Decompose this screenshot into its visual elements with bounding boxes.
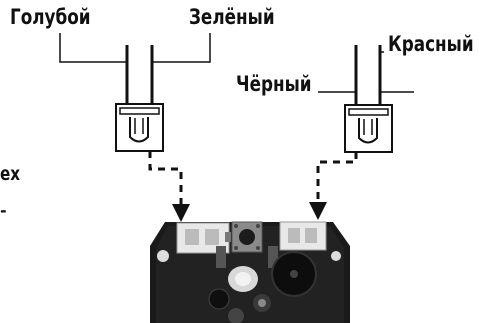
circuit-board (150, 222, 350, 323)
right-connector-icon (345, 105, 392, 152)
left-wire-pair (60, 33, 210, 105)
board-connector-right-icon (280, 222, 326, 250)
edge-text-2: - (0, 203, 7, 219)
label-black: Чёрный (236, 74, 312, 95)
left-arrow-icon (172, 204, 190, 222)
buzzer-icon (272, 252, 316, 296)
right-arrow-icon (309, 202, 327, 220)
left-connector-icon (116, 104, 163, 151)
right-dashed-route (309, 152, 356, 220)
left-dashed-route (150, 151, 190, 222)
red-leader-line (380, 52, 384, 92)
label-green: Зелёный (189, 7, 275, 28)
label-blue: Голубой (10, 7, 91, 28)
edge-text-1: ех (0, 165, 20, 184)
label-red: Красный (388, 34, 474, 55)
green-leader-line (152, 33, 210, 62)
push-button-icon (232, 222, 262, 252)
blue-leader-line (60, 33, 127, 62)
